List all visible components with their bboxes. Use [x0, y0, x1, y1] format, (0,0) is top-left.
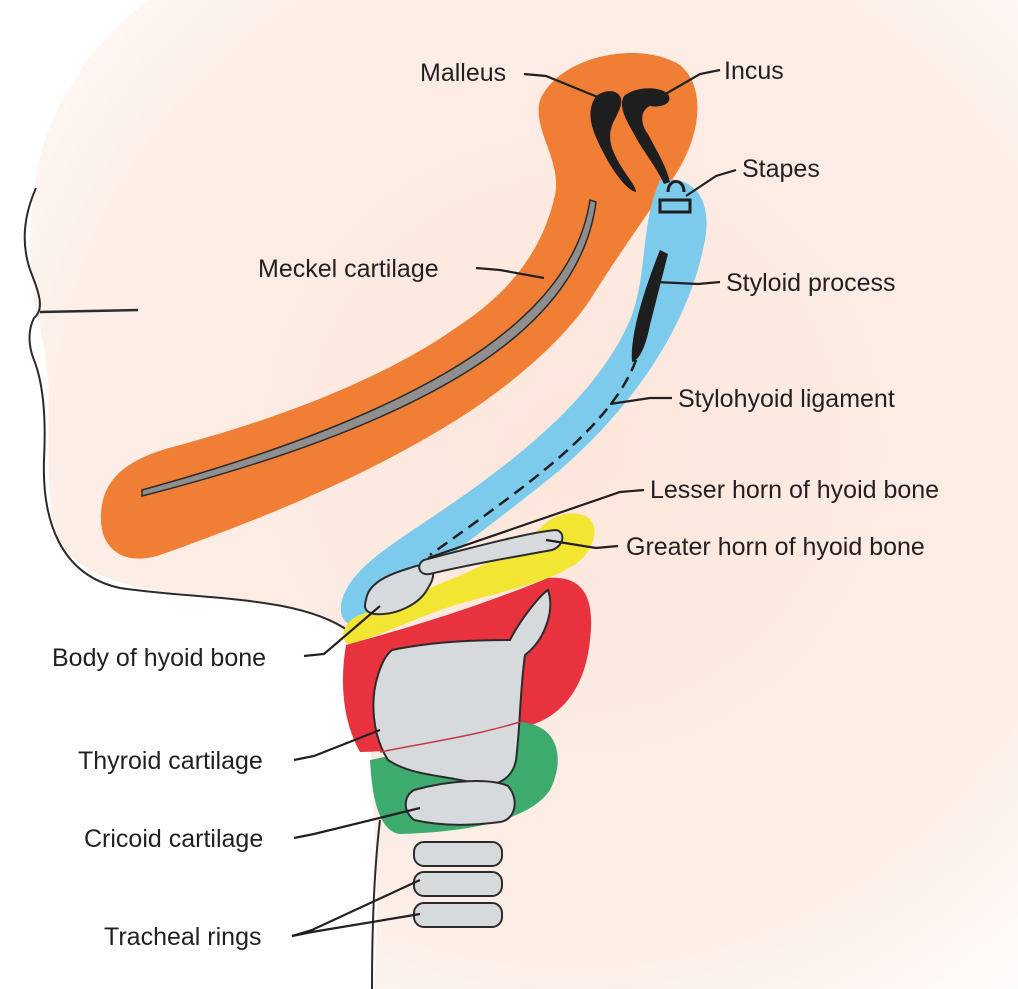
- label-tracheal-rings: Tracheal rings: [104, 923, 261, 951]
- label-cricoid-cartilage: Cricoid cartilage: [84, 825, 263, 853]
- label-stapes: Stapes: [742, 155, 820, 183]
- label-body-hyoid: Body of hyoid bone: [52, 644, 266, 672]
- tracheal-ring-3: [414, 903, 502, 927]
- label-stylohyoid-ligament: Stylohyoid ligament: [678, 385, 895, 413]
- label-styloid-process: Styloid process: [726, 269, 896, 297]
- label-lesser-horn: Lesser horn of hyoid bone: [650, 476, 939, 504]
- label-thyroid-cartilage: Thyroid cartilage: [78, 747, 263, 775]
- label-meckel-cartilage: Meckel cartilage: [258, 255, 439, 283]
- tracheal-ring-2: [414, 872, 502, 896]
- label-greater-horn: Greater horn of hyoid bone: [626, 533, 925, 561]
- label-malleus: Malleus: [420, 59, 506, 87]
- label-incus: Incus: [724, 57, 784, 85]
- cricoid-cartilage-shape: [406, 781, 515, 825]
- tracheal-ring-1: [414, 842, 502, 866]
